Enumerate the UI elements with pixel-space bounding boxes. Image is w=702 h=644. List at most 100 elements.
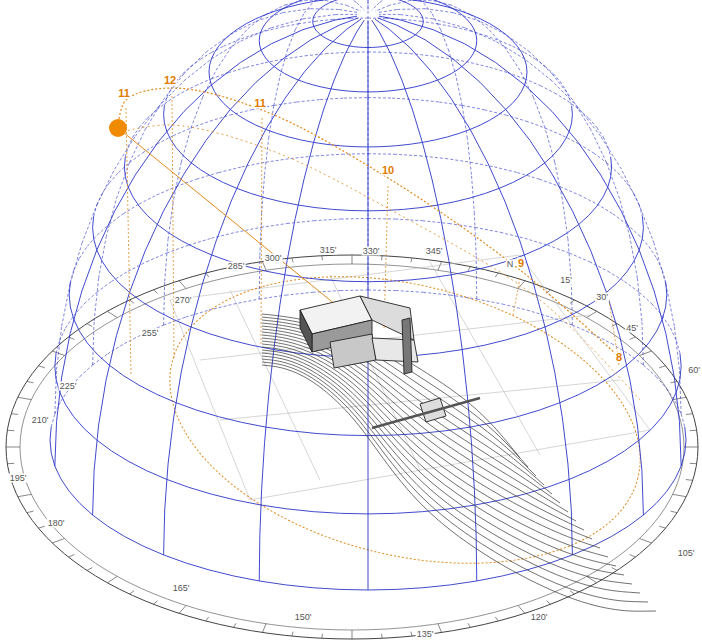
compass-tick xyxy=(234,623,236,627)
dome-grid-line xyxy=(314,512,341,514)
dome-grid-line xyxy=(403,2,407,4)
dome-grid-line xyxy=(618,173,627,183)
dome-grid-line xyxy=(480,19,489,24)
dome-grid-line xyxy=(420,28,421,30)
dome-grid-line xyxy=(191,283,203,327)
dome-grid-line xyxy=(579,195,597,204)
dome-grid-line xyxy=(676,379,680,392)
dome-grid-line xyxy=(147,215,157,224)
dome-grid-line xyxy=(625,440,640,451)
dome-grid-line xyxy=(368,589,396,591)
dome-grid-line xyxy=(397,25,425,40)
dome-grid-line xyxy=(97,211,115,250)
dome-grid-line xyxy=(167,89,171,97)
dome-grid-line xyxy=(128,262,146,272)
dome-grid-line xyxy=(228,67,246,72)
dome-grid-line xyxy=(79,331,87,343)
dome-grid-line xyxy=(639,205,654,243)
compass-label: 285' xyxy=(227,262,246,271)
compass-label: 195' xyxy=(9,474,28,483)
dome-grid-line xyxy=(315,208,332,210)
dome-grid-line xyxy=(449,51,456,76)
dome-grid-line xyxy=(277,133,289,137)
dome-grid-line xyxy=(238,115,246,120)
compass-tick xyxy=(206,617,209,621)
dome-grid-line xyxy=(396,43,400,44)
dome-grid-line xyxy=(527,310,550,317)
compass-label: 330' xyxy=(362,247,381,256)
dome-grid-line xyxy=(79,246,87,258)
dome-grid-line xyxy=(526,327,545,334)
dome-grid-line xyxy=(680,366,681,379)
dome-grid-line xyxy=(347,19,361,29)
dome-grid-line xyxy=(350,210,368,211)
dome-grid-line xyxy=(628,354,643,365)
dome-grid-line xyxy=(474,490,476,536)
compass-tick xyxy=(673,494,687,496)
dome-grid-line xyxy=(662,316,670,328)
dome-grid-line xyxy=(326,3,329,5)
dome-grid-line xyxy=(379,32,390,54)
dome-grid-line xyxy=(93,228,94,239)
dome-grid-line xyxy=(643,503,656,515)
dome-grid-line xyxy=(656,377,667,389)
compass-label: 30' xyxy=(595,293,609,302)
dome-grid-line xyxy=(50,440,51,453)
dome-grid-line xyxy=(274,76,280,105)
dome-grid-line xyxy=(639,292,652,303)
dome-grid-line xyxy=(238,24,246,29)
dome-grid-line xyxy=(157,224,168,232)
dome-grid-line xyxy=(93,470,95,515)
dome-grid-line xyxy=(314,0,327,1)
dome-grid-line xyxy=(540,241,554,248)
dome-grid-line xyxy=(164,98,166,106)
dome-grid-line xyxy=(560,81,565,89)
dome-grid-line xyxy=(405,87,414,89)
dome-grid-line xyxy=(283,9,311,13)
dome-grid-line xyxy=(62,333,70,377)
dome-grid-line xyxy=(448,133,460,137)
dome-grid-line xyxy=(124,167,126,177)
dome-grid-line xyxy=(368,47,373,48)
dome-grid-line xyxy=(130,153,143,163)
dome-grid-line xyxy=(316,433,342,435)
compass-tick xyxy=(381,256,383,260)
dome-grid-line xyxy=(593,536,612,546)
compass-tick xyxy=(52,539,64,544)
dome-grid-line xyxy=(329,2,333,4)
dome-grid-line xyxy=(62,284,70,326)
dome-grid-line xyxy=(157,311,173,319)
dome-grid-line xyxy=(176,147,183,155)
dome-grid-line xyxy=(571,510,572,555)
dome-grid-line xyxy=(345,45,349,47)
dome-grid-line xyxy=(368,498,369,544)
dome-grid-line xyxy=(368,113,369,147)
dome-grid-line xyxy=(394,154,420,156)
dome-grid-line xyxy=(494,417,517,423)
compass-label: 225' xyxy=(59,382,78,391)
dome-grid-line xyxy=(685,427,686,440)
dome-grid-line xyxy=(571,281,572,325)
dome-grid-line xyxy=(539,403,560,410)
dome-grid-line xyxy=(106,199,116,238)
dome-grid-line xyxy=(246,63,265,68)
dome-grid-line xyxy=(97,354,109,365)
compass-label: 135' xyxy=(416,630,435,639)
dome-grid-line xyxy=(591,251,607,293)
dome-grid-line xyxy=(525,79,541,86)
dome-grid-line xyxy=(403,40,407,42)
dome-grid-line xyxy=(685,440,686,453)
dome-grid-line xyxy=(448,7,460,11)
dome-grid-line xyxy=(498,29,505,35)
dome-grid-line xyxy=(295,179,304,218)
dome-grid-line xyxy=(530,140,552,174)
dome-grid-line xyxy=(432,13,441,30)
dome-grid-line xyxy=(174,372,182,418)
dome-grid-line xyxy=(412,109,422,142)
dome-grid-line xyxy=(652,417,662,429)
dome-grid-line xyxy=(230,82,256,109)
dome-grid-line xyxy=(230,110,251,115)
dome-grid-line xyxy=(266,5,285,14)
dome-grid-line xyxy=(271,19,303,28)
dome-grid-line xyxy=(589,461,607,471)
